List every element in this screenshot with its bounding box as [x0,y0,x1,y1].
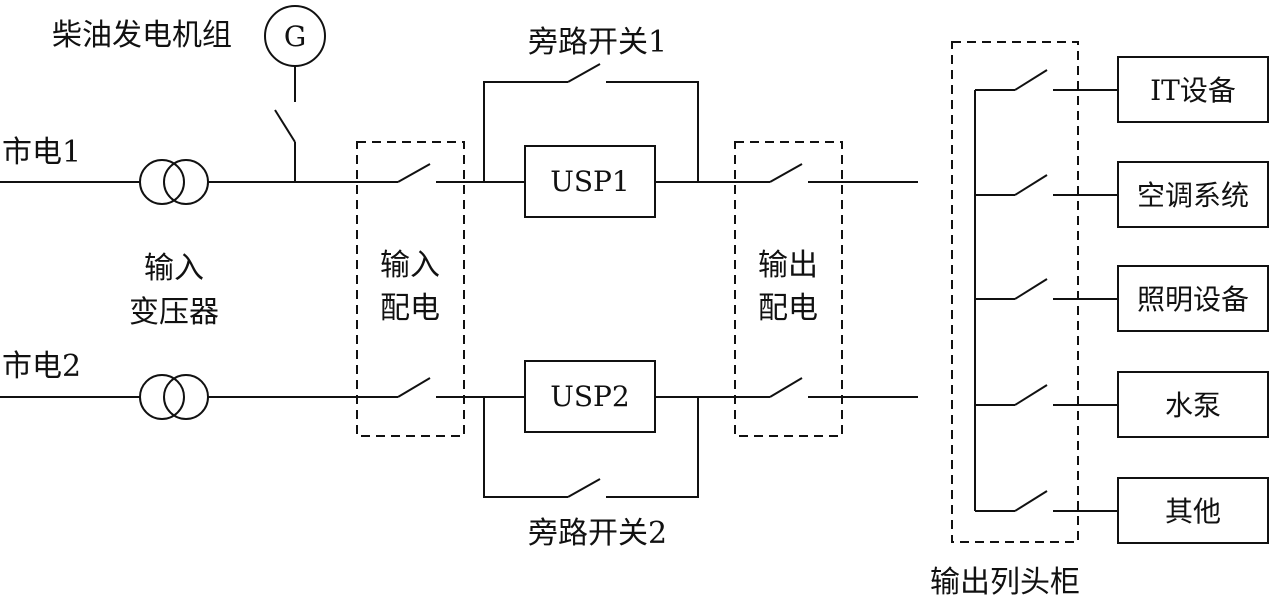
mains-1-label: 市电1 [2,135,81,170]
ups-1-label: USP1 [550,165,629,198]
input-distribution-label-line1: 输入 [380,248,440,283]
load-box-4 [1117,371,1269,438]
transformer-label-line2: 变压器 [129,295,219,330]
output-switch-2 [769,377,803,398]
feeder-switch-5 [1014,490,1048,512]
feeder-switch-3 [1014,278,1048,300]
bypass-switch-2-label: 旁路开关2 [528,516,667,551]
generator-switch [274,109,296,143]
feeder-switch-2 [1014,174,1048,196]
load-box-1 [1117,56,1269,123]
generator-label: 柴油发电机组 [52,18,232,53]
load-box-2 [1117,161,1269,228]
transformer-label-line1: 输入 [144,251,204,286]
output-switch-1 [769,163,803,183]
load-box-3 [1117,265,1269,332]
output-distribution-box [734,141,843,437]
input-switch-2 [397,377,431,398]
transformer-2-symbol [139,374,209,420]
load-label-4: 水泵 [1165,389,1221,422]
feeder-switch-4 [1014,384,1048,406]
generator-symbol-letter: G [284,20,306,53]
mains-2-label: 市电2 [2,349,81,384]
output-distribution-label-line2: 配电 [758,291,818,326]
ups-2-label: USP2 [550,380,629,413]
load-label-5: 其他 [1165,495,1221,528]
load-label-1: IT设备 [1150,74,1236,107]
input-distribution-box [356,141,465,437]
load-label-2: 空调系统 [1137,179,1249,212]
feeder-switch-1 [1014,69,1048,91]
output-cabinet-box [951,41,1079,543]
output-cabinet-label: 输出列头柜 [930,565,1080,600]
bypass-switch-1 [567,63,601,83]
load-label-3: 照明设备 [1137,283,1249,316]
bypass-switch-2 [567,478,601,498]
bypass-switch-1-label: 旁路开关1 [528,25,667,60]
input-distribution-label-line2: 配电 [380,291,440,326]
input-switch-1 [397,163,431,183]
output-distribution-label-line1: 输出 [758,248,818,283]
transformer-1-symbol [139,159,209,205]
load-box-5 [1117,477,1269,544]
